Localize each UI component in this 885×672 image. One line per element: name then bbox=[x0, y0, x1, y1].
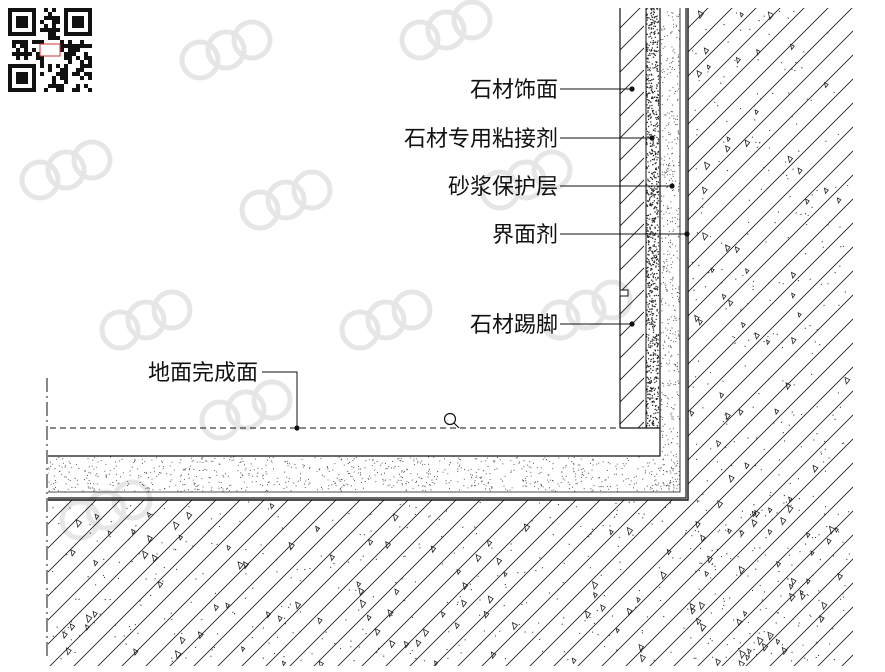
label-interface-agent: 界面剂 bbox=[492, 223, 558, 248]
label-stone-adhesive: 石材专用粘接剂 bbox=[404, 127, 558, 152]
qr-code-icon bbox=[6, 6, 94, 94]
leader-lines bbox=[262, 88, 687, 428]
label-mortar-layer: 砂浆保护层 bbox=[448, 175, 558, 200]
stone-facing-and-skirting bbox=[619, 8, 660, 429]
label-finished-floor: 地面完成面 bbox=[148, 361, 258, 386]
finished-floor-line bbox=[46, 378, 618, 660]
label-stone-facing: 石材饰面 bbox=[470, 78, 558, 103]
label-stone-skirting: 石材踢脚 bbox=[470, 313, 558, 338]
mortar-layer bbox=[48, 8, 687, 499]
adhesive-layer bbox=[645, 8, 659, 428]
leader-dots bbox=[294, 86, 690, 431]
